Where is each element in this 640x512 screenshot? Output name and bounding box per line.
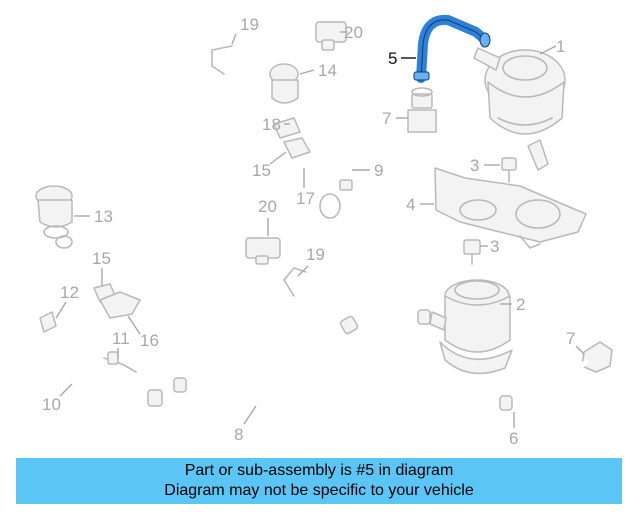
- svg-text:6: 6: [509, 429, 518, 448]
- callout-3b: 3: [480, 237, 499, 256]
- svg-text:11: 11: [112, 329, 130, 348]
- svg-text:19: 19: [306, 245, 325, 264]
- part-15-gasket-top[interactable]: [283, 137, 311, 159]
- svg-text:2: 2: [516, 295, 525, 314]
- svg-text:19: 19: [240, 15, 259, 34]
- part-4-bracket[interactable]: [434, 167, 587, 249]
- callout-12: 12: [55, 283, 79, 319]
- callout-17: 17: [296, 168, 315, 208]
- part-14-valve[interactable]: [269, 63, 299, 104]
- callout-19-mid: 19: [297, 245, 325, 277]
- callout-2: 2: [500, 295, 525, 314]
- part-3-valves[interactable]: [463, 157, 517, 265]
- svg-text:3: 3: [490, 237, 499, 256]
- callout-9: 9: [352, 161, 383, 180]
- part-6-hose[interactable]: [499, 359, 589, 411]
- svg-text:18: 18: [262, 115, 281, 134]
- callout-7-lower: 7: [566, 329, 585, 355]
- callout-4: 4: [406, 195, 434, 214]
- callout-11: 11: [112, 329, 130, 358]
- svg-text:4: 4: [406, 195, 415, 214]
- svg-text:3: 3: [470, 156, 479, 175]
- part-20-sensor-mid[interactable]: [245, 237, 281, 265]
- svg-text:10: 10: [42, 395, 61, 414]
- svg-text:8: 8: [234, 425, 243, 444]
- banner-line-1: Part or sub-assembly is #5 in diagram: [184, 462, 454, 479]
- svg-text:1: 1: [556, 37, 565, 56]
- callout-6: 6: [509, 412, 518, 448]
- part-5-hose-highlighted[interactable]: [413, 14, 491, 83]
- svg-text:12: 12: [60, 283, 79, 302]
- part-7-valve-top[interactable]: [407, 87, 437, 133]
- banner-line-2: Diagram may not be specific to your vehi…: [164, 482, 474, 499]
- svg-text:9: 9: [374, 161, 383, 180]
- svg-text:14: 14: [318, 61, 337, 80]
- callout-18: 18: [262, 115, 290, 134]
- part-1-air-pump[interactable]: [473, 47, 566, 171]
- part-19-hose-top[interactable]: [211, 45, 233, 75]
- part-8-hose[interactable]: [156, 315, 359, 402]
- svg-text:20: 20: [344, 23, 363, 42]
- callout-15-lower: 15: [92, 249, 111, 286]
- part-17-pipe[interactable]: [294, 104, 335, 170]
- part-11-bracket[interactable]: [103, 351, 137, 373]
- svg-text:20: 20: [258, 197, 277, 216]
- svg-text:7: 7: [382, 109, 391, 128]
- callout-7-top: 7: [382, 109, 408, 128]
- info-banner: Part or sub-assembly is #5 in diagram Di…: [16, 458, 622, 504]
- callout-14: 14: [299, 61, 337, 80]
- callout-3a: 3: [470, 156, 500, 175]
- svg-text:15: 15: [92, 249, 111, 268]
- part-13-valve[interactable]: [35, 185, 73, 239]
- part-19-hose-mid[interactable]: [283, 267, 307, 297]
- part-16-pipe[interactable]: [99, 291, 141, 319]
- callout-15-top: 15: [252, 151, 287, 180]
- parts-diagram: 1 2 3 3 4 5 6 7 7 8 9 10: [23, 14, 613, 448]
- callout-13: 13: [74, 207, 113, 226]
- callout-20-top: 20: [340, 23, 363, 42]
- part-9-hose[interactable]: [319, 92, 431, 325]
- callout-10: 10: [42, 383, 73, 414]
- part-12-clip[interactable]: [39, 311, 57, 333]
- callout-16: 16: [127, 315, 159, 350]
- svg-text:15: 15: [252, 161, 271, 180]
- callout-20-mid: 20: [258, 197, 277, 236]
- svg-text:16: 16: [140, 331, 159, 350]
- part-20-sensor-top[interactable]: [315, 21, 347, 51]
- svg-text:13: 13: [94, 207, 113, 226]
- callout-1: 1: [539, 37, 565, 56]
- callout-5: 5: [388, 49, 416, 68]
- part-18-gasket[interactable]: [273, 117, 301, 139]
- svg-text:17: 17: [296, 189, 315, 208]
- callout-19-top: 19: [231, 15, 259, 45]
- svg-text:7: 7: [566, 329, 575, 348]
- callout-8: 8: [234, 405, 257, 444]
- part-7-connector-lower[interactable]: [581, 341, 613, 373]
- svg-text:5: 5: [388, 49, 397, 68]
- part-2-pump[interactable]: [429, 279, 513, 375]
